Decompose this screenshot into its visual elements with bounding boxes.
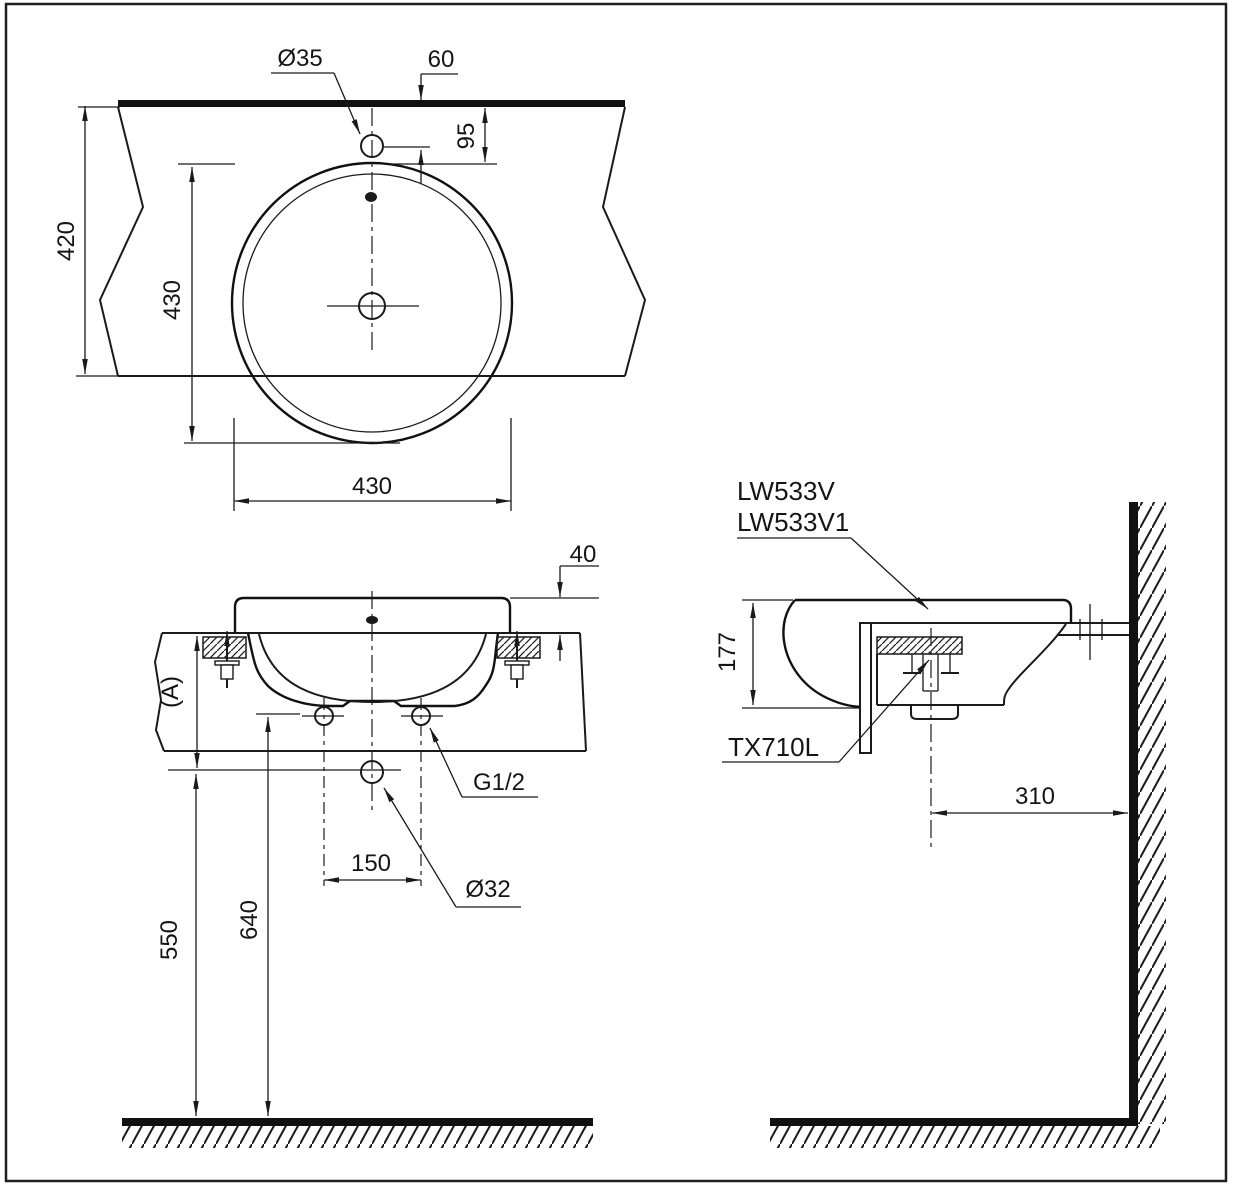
model-leader-arrow — [850, 537, 929, 610]
basin-rear-underside — [1003, 623, 1067, 706]
dim-faucet-hole-diameter: Ø35 — [277, 45, 322, 72]
counter-break-line-right — [601, 106, 647, 377]
top-view: Ø35 60 95 420 430 430 — [53, 45, 647, 511]
dim-basin-diameter-vertical: 430 — [159, 280, 186, 320]
drawing-border-frame — [4, 2, 1228, 1183]
wall-line-side-view — [1129, 502, 1138, 1126]
dim-wall-to-rim: 95 — [453, 123, 480, 150]
floor-hatching-front-view — [122, 1126, 593, 1148]
dim-floor-to-drain: 550 — [156, 920, 183, 960]
overflow-hole-front-view — [366, 616, 378, 624]
label-model-code-2: LW533V1 — [737, 507, 849, 537]
floor-line-front-view — [122, 1118, 593, 1126]
faucet-leader-arrow — [838, 659, 930, 763]
dim-counter-reference: (A) — [157, 676, 184, 708]
wall-bracket-bar — [859, 622, 872, 754]
dim-rim-above-counter: 40 — [570, 541, 597, 568]
drain-outlet-boss — [910, 705, 959, 720]
bowl-front-profile — [782, 599, 865, 709]
front-view: 40 (A) 640 550 150 G1/2 Ø32 — [122, 541, 599, 1148]
wall-hatching — [1138, 502, 1166, 1124]
counter-break-edge-left — [153, 632, 165, 752]
side-view: 177 LW533V LW533V1 TX710L 310 — [714, 476, 1166, 1148]
d32-leader-arrow — [383, 787, 457, 908]
label-supply-thread: G1/2 — [473, 769, 525, 796]
dim-supply-spacing: 150 — [351, 850, 391, 877]
dim-counter-depth: 420 — [53, 221, 80, 261]
faucet-hole — [360, 134, 384, 158]
drain-hole-front-view — [360, 760, 384, 784]
bolt-nut — [510, 664, 524, 680]
dim-wall-to-faucet: 60 — [428, 46, 455, 73]
mounting-block-right — [496, 631, 541, 688]
label-faucet-model: TX710L — [728, 732, 819, 762]
label-drain-diameter: Ø32 — [465, 876, 510, 903]
floor-line-side-view — [770, 1118, 1138, 1126]
overflow-hole-top-view — [365, 192, 377, 202]
counter-break-line-left — [98, 106, 145, 377]
dim-drain-to-wall: 310 — [1015, 783, 1055, 810]
label-model-code-1: LW533V — [737, 476, 835, 506]
basin-rim-right-edge — [1063, 598, 1073, 622]
dim-basin-height: 177 — [714, 632, 741, 672]
mounting-block-left — [202, 631, 247, 688]
dim-floor-to-supply: 640 — [236, 900, 263, 940]
faucet-leader-arrow — [333, 72, 361, 135]
wall-line-top-view — [118, 100, 625, 107]
faucet-deck-section — [876, 636, 963, 655]
dim-basin-diameter-horizontal: 430 — [352, 473, 392, 500]
floor-hatching-side-view — [770, 1126, 1160, 1148]
g12-leader-arrow — [429, 727, 463, 798]
bolt-nut — [220, 664, 234, 680]
counter-break-edge-right — [579, 632, 587, 752]
